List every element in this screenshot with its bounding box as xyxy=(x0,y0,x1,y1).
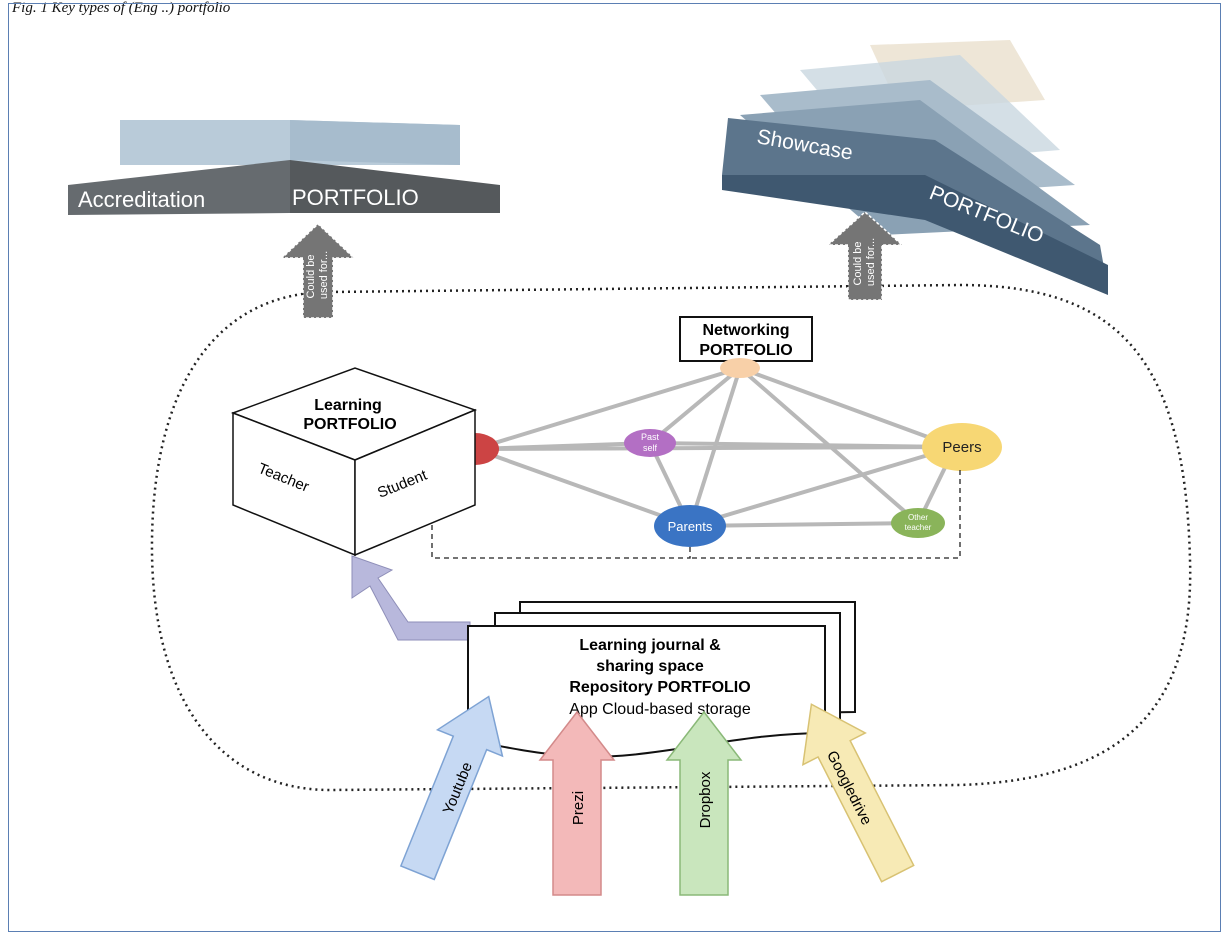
past-self-label-line1: Past xyxy=(641,432,660,442)
svg-text:Could be used for...: Could be used for... xyxy=(852,238,877,286)
node-past-self xyxy=(624,429,676,457)
learning-title-line1: Learning xyxy=(314,397,382,414)
node-peers xyxy=(922,423,1002,471)
prezi-arrow: Prezi xyxy=(538,710,616,896)
repository-line4: App Cloud-based storage xyxy=(569,701,751,718)
networking-title-box xyxy=(679,316,813,362)
showcase-could-be-used-arrow: Could be used for... xyxy=(826,210,904,301)
repository-document-stack xyxy=(467,601,856,758)
parents-label: Parents xyxy=(668,519,713,534)
feedback-dashed-path xyxy=(431,500,691,559)
networking-title-line1: Networking xyxy=(702,322,789,339)
networking-title-line2: PORTFOLIO xyxy=(699,342,792,359)
repository-line1: Learning journal & xyxy=(579,637,721,654)
prezi-label: Prezi xyxy=(570,791,587,825)
repository-to-learning-arrow xyxy=(351,555,471,641)
feedback-dashed-path-peers xyxy=(690,470,961,559)
accreditation-portfolio: Accreditation PORTFOLIO xyxy=(68,120,500,215)
node-networking-peach xyxy=(720,358,760,378)
accreditation-could-be-used-arrow: Could be used for... xyxy=(280,222,356,319)
peers-label: Peers xyxy=(942,439,981,456)
showcase-portfolio: Showcase PORTFOLIO xyxy=(722,40,1108,295)
accreditation-word: Accreditation xyxy=(78,187,205,212)
node-other-teacher xyxy=(891,508,945,538)
arrow-text-line1: Could be xyxy=(305,255,317,299)
learning-title-line2: PORTFOLIO xyxy=(303,416,396,433)
figure-frame xyxy=(8,3,1221,932)
other-teacher-label-line1: Other xyxy=(908,513,928,522)
repository-line2: sharing space xyxy=(596,658,704,675)
arrow-text-line2: used for... xyxy=(318,251,330,299)
arrow-text-line2: used for... xyxy=(865,238,877,286)
learning-portfolio-cube xyxy=(230,367,478,557)
past-self-label-line2: self xyxy=(643,443,658,453)
ecosystem-oval xyxy=(150,283,1192,792)
svg-text:Could be used for...: Could be used for... xyxy=(305,251,330,299)
networking-edges xyxy=(474,366,957,528)
dropbox-label: Dropbox xyxy=(697,771,714,828)
arrow-text-line1: Could be xyxy=(852,242,864,286)
dropbox-arrow: Dropbox xyxy=(665,710,743,896)
figure-caption: Fig. 1 Key types of (Eng ..) portfolio xyxy=(12,0,231,16)
other-teacher-label-line2: teacher xyxy=(905,523,932,532)
node-parents xyxy=(654,505,726,547)
accreditation-portfolio-word: PORTFOLIO xyxy=(292,185,419,210)
repository-line3: Repository PORTFOLIO xyxy=(569,679,750,696)
